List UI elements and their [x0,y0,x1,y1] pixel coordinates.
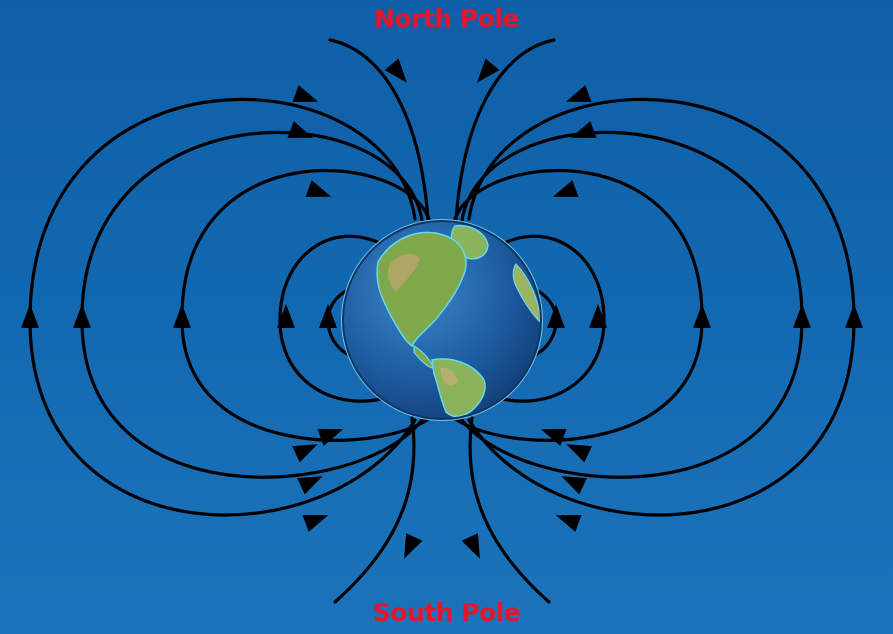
south-pole-label: South Pole [372,598,521,627]
triangle-arrowhead-icon [589,304,607,328]
triangle-arrowhead-icon [477,58,500,83]
triangle-arrowhead-icon [845,304,863,328]
field-arrowheads [21,58,863,559]
triangle-arrowhead-icon [540,428,567,446]
triangle-arrowhead-icon [404,533,423,559]
field-line [333,416,416,604]
triangle-arrowhead-icon [384,58,407,83]
field-line [328,38,430,222]
triangle-arrowhead-icon [73,304,91,328]
field-line [468,416,551,604]
triangle-arrowhead-icon [21,304,39,328]
triangle-arrowhead-icon [173,304,191,328]
triangle-arrowhead-icon [547,304,565,328]
south-america-highlands [440,367,458,386]
triangle-arrowhead-icon [552,180,579,198]
field-line [487,234,606,403]
triangle-arrowhead-icon [693,304,711,328]
triangle-arrowhead-icon [565,85,592,103]
field-line [454,38,556,222]
triangle-arrowhead-icon [292,444,318,463]
north-pole-label: North Pole [374,4,519,33]
earth-globe-icon [341,219,543,421]
triangle-arrowhead-icon [297,476,323,495]
africa-edge-land [512,263,541,324]
north-america-highlands [388,253,420,292]
triangle-arrowhead-icon [555,514,582,532]
triangle-arrowhead-icon [566,444,592,463]
triangle-arrowhead-icon [793,304,811,328]
triangle-arrowhead-icon [292,85,319,103]
triangle-arrowhead-icon [570,121,597,139]
field-line [278,234,397,403]
triangle-arrowhead-icon [302,514,329,532]
triangle-arrowhead-icon [317,428,344,446]
triangle-arrowhead-icon [561,476,587,495]
triangle-arrowhead-icon [287,121,314,139]
triangle-arrowhead-icon [305,180,332,198]
triangle-arrowhead-icon [319,304,337,328]
triangle-arrowhead-icon [461,533,480,559]
triangle-arrowhead-icon [277,304,295,328]
